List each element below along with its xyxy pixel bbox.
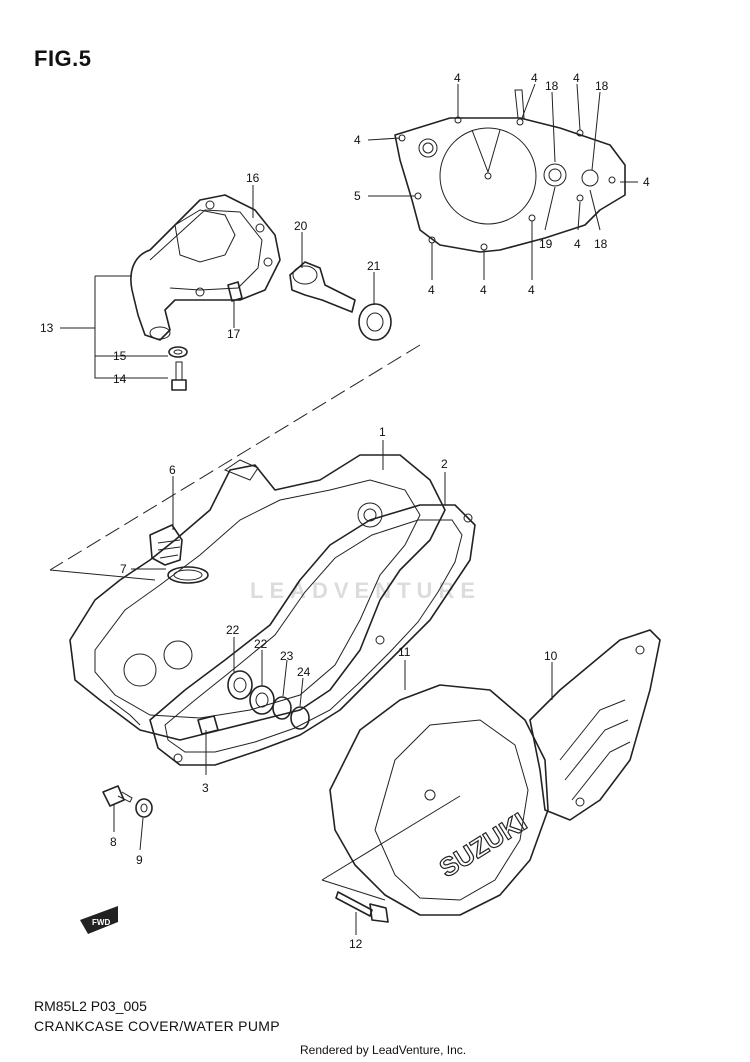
callout-1: 1 bbox=[379, 425, 386, 439]
callout-21: 21 bbox=[367, 259, 381, 273]
seal-part-24 bbox=[290, 706, 310, 730]
callout-4: 4 bbox=[454, 71, 461, 85]
sprocket-cover-part-10 bbox=[529, 629, 661, 821]
leader-lines bbox=[113, 83, 638, 935]
bolt-part-8 bbox=[102, 785, 133, 807]
bolt-part-12 bbox=[335, 891, 389, 923]
diagram-caption: CRANKCASE COVER/WATER PUMP bbox=[34, 1018, 280, 1034]
callout-14: 14 bbox=[113, 372, 127, 386]
callout-labels: 4 4 4 18 18 4 5 4 19 4 18 4 4 4 16 20 21… bbox=[40, 71, 650, 951]
callout-24: 24 bbox=[297, 665, 311, 679]
callout-5: 5 bbox=[354, 189, 361, 203]
crankcase-cover-part-1 bbox=[69, 454, 446, 741]
callout-19: 19 bbox=[539, 237, 553, 251]
callout-10: 10 bbox=[544, 649, 558, 663]
callout-9: 9 bbox=[136, 853, 143, 867]
reference-lines bbox=[49, 275, 461, 901]
watermark: LEADVENTURE bbox=[250, 578, 481, 603]
fwd-arrow-icon: FWD bbox=[80, 906, 118, 934]
callout-4: 4 bbox=[480, 283, 487, 297]
callout-23: 23 bbox=[280, 649, 294, 663]
callout-4: 4 bbox=[574, 237, 581, 251]
callout-18: 18 bbox=[545, 79, 559, 93]
callout-7: 7 bbox=[120, 562, 127, 576]
washer-part-9 bbox=[135, 798, 153, 818]
callout-17: 17 bbox=[227, 327, 241, 341]
seal-part-23 bbox=[272, 696, 292, 720]
clutch-cover-part-5 bbox=[394, 89, 626, 253]
water-pump-housing bbox=[130, 194, 281, 341]
callout-20: 20 bbox=[294, 219, 308, 233]
callout-18: 18 bbox=[595, 79, 609, 93]
callout-6: 6 bbox=[169, 463, 176, 477]
callout-12: 12 bbox=[349, 937, 363, 951]
callout-16: 16 bbox=[246, 171, 260, 185]
callout-11: 11 bbox=[398, 645, 411, 659]
bearing-part-22-b bbox=[249, 685, 275, 715]
callout-4: 4 bbox=[643, 175, 650, 189]
callout-4: 4 bbox=[354, 133, 361, 147]
oil-seal-part-21 bbox=[358, 303, 392, 341]
callout-2: 2 bbox=[441, 457, 448, 471]
fwd-label: FWD bbox=[92, 918, 110, 927]
diagram-code: RM85L2 P03_005 bbox=[34, 998, 147, 1014]
magneto-cover-part-11: SUZUKI bbox=[329, 684, 549, 916]
callout-4: 4 bbox=[528, 283, 535, 297]
impeller-shaft-part-20 bbox=[289, 261, 356, 313]
bearing-part-22-a bbox=[227, 670, 253, 700]
dowel-pin-part-3 bbox=[197, 715, 219, 735]
figure-title: FIG.5 bbox=[34, 46, 92, 71]
oil-plug-part-6 bbox=[149, 524, 183, 566]
callout-18: 18 bbox=[594, 237, 608, 251]
washer-part-15 bbox=[168, 346, 188, 358]
callout-4: 4 bbox=[531, 71, 538, 85]
callout-4: 4 bbox=[573, 71, 580, 85]
bolt-part-14 bbox=[171, 361, 187, 391]
o-ring-part-7 bbox=[167, 566, 209, 584]
callout-3: 3 bbox=[202, 781, 209, 795]
callout-22: 22 bbox=[254, 637, 268, 651]
callout-13: 13 bbox=[40, 321, 54, 335]
callout-15: 15 bbox=[113, 349, 127, 363]
callout-22: 22 bbox=[226, 623, 240, 637]
callout-4: 4 bbox=[428, 283, 435, 297]
gasket-part-2 bbox=[149, 504, 476, 766]
render-credit: Rendered by LeadVenture, Inc. bbox=[300, 1043, 467, 1057]
callout-8: 8 bbox=[110, 835, 117, 849]
